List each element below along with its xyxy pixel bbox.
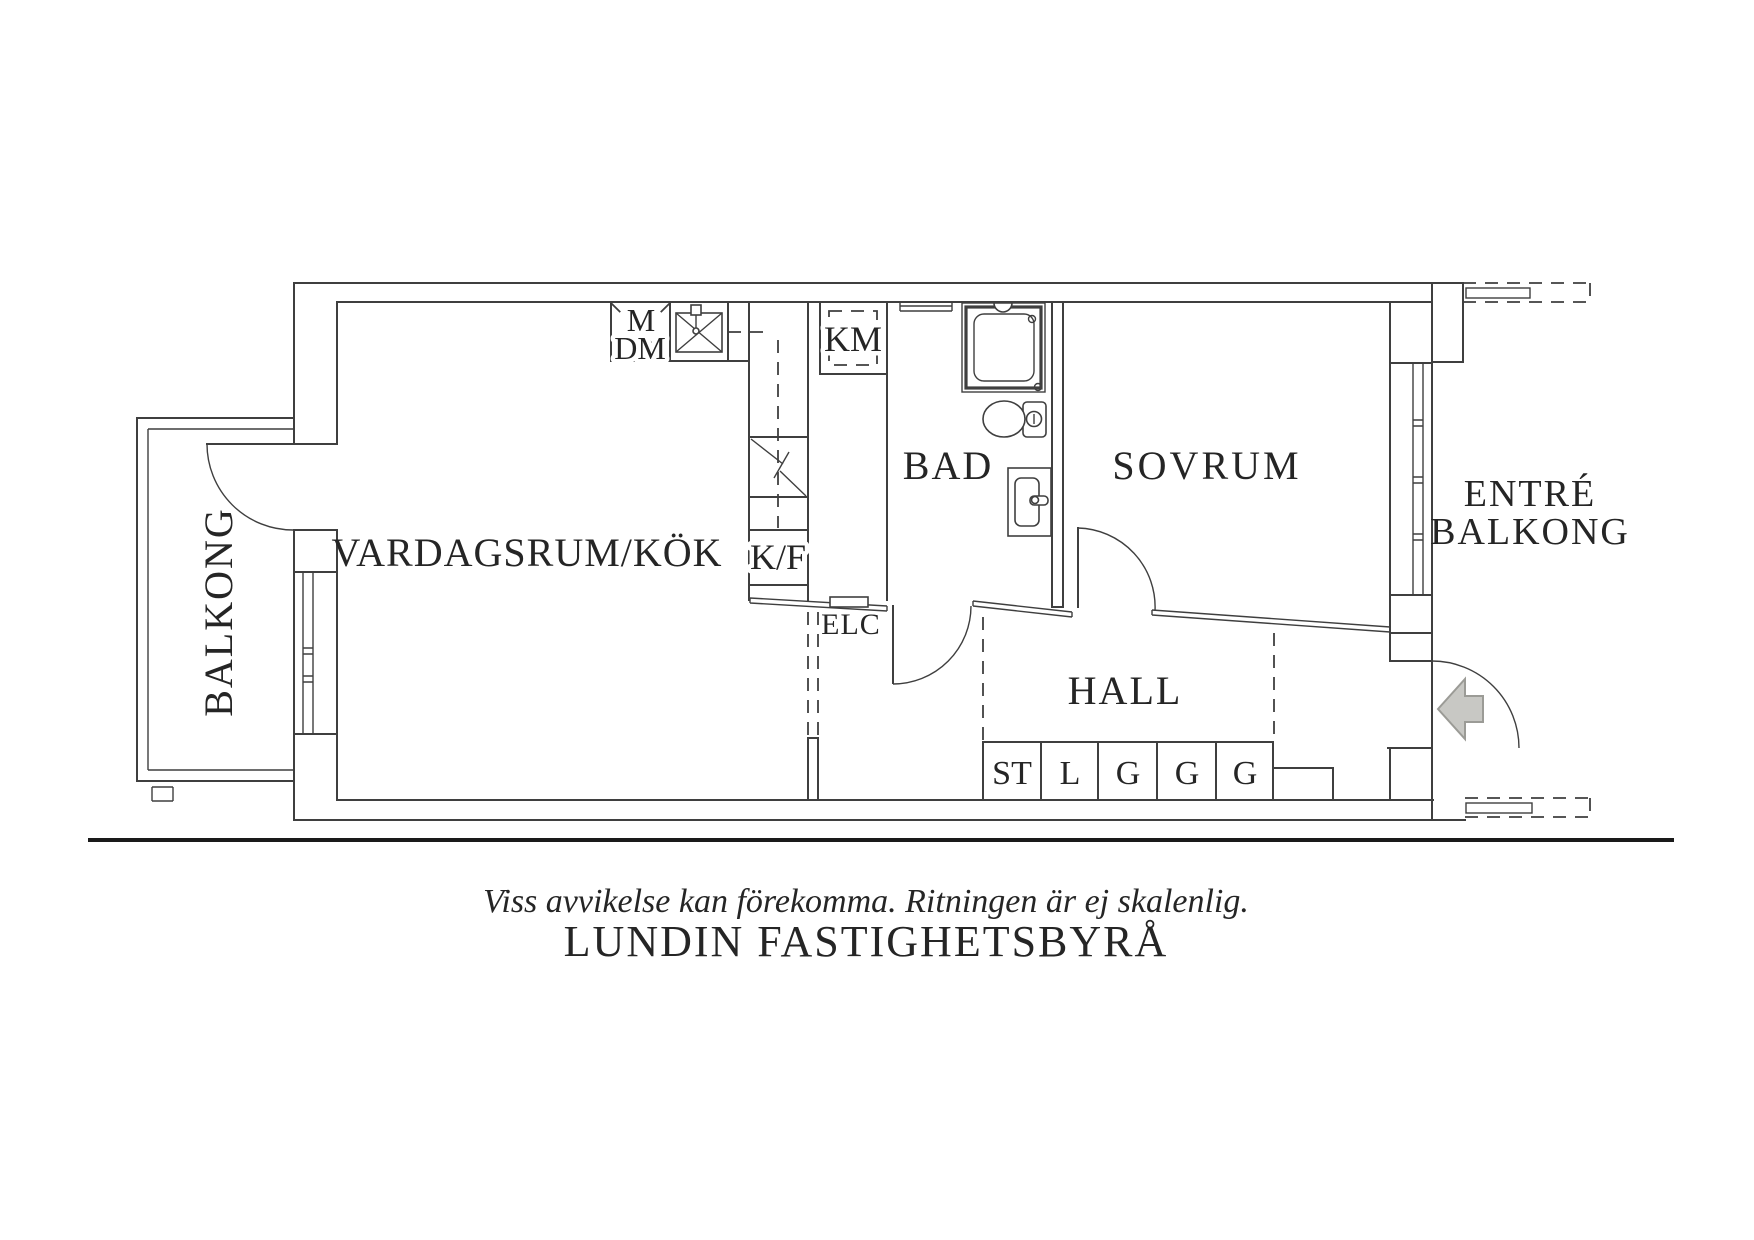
elc-box: [829, 596, 869, 608]
closet-label-l: L: [1060, 755, 1081, 792]
closet-labels: ST L G G G: [992, 755, 1257, 792]
bedroom-door: [1077, 527, 1156, 612]
balcony-door: [206, 443, 294, 531]
exterior-walls: [206, 282, 1466, 821]
entry-balcony-railing-top: [1463, 282, 1591, 303]
appliance-label-fridge-freezer: K/F: [750, 537, 806, 577]
appliance-label-elc: ELC: [821, 608, 881, 641]
room-label-entre-line1: ENTRÉ: [1464, 473, 1596, 515]
washbasin-icon: [1007, 467, 1052, 537]
kitchen-sink-icon: [675, 304, 723, 353]
room-label-sovrum: SOVRUM: [1112, 443, 1301, 488]
room-label-vardagsrum: VARDAGSRUM/KÖK: [331, 530, 722, 575]
right-window: [1389, 362, 1433, 596]
appliance-label-dishwasher: DM: [614, 330, 666, 366]
left-window: [293, 571, 338, 735]
entry-balcony-railing-bottom: [1465, 797, 1591, 818]
shower-icon: [961, 302, 1046, 393]
footer-disclaimer: Viss avvikelse kan förekomma. Ritningen …: [483, 883, 1249, 920]
appliance-label-micro: M: [627, 302, 655, 338]
entry-door: [1431, 660, 1520, 749]
footer-brand: LUNDIN FASTIGHETSBYRÅ: [564, 917, 1169, 966]
room-label-bad: BAD: [903, 443, 993, 488]
hall-door: [892, 605, 972, 685]
balcony-outline: [136, 417, 295, 802]
cabinet-break-symbol: [750, 438, 807, 497]
closet-label-g2: G: [1175, 755, 1200, 792]
dashed-guides: [610, 302, 1275, 742]
closet-label-g1: G: [1116, 755, 1141, 792]
room-label-balkong: BALKONG: [196, 507, 241, 717]
room-label-hall: HALL: [1068, 668, 1183, 713]
closet-label-st: ST: [992, 755, 1032, 792]
separator-rule: [88, 838, 1674, 842]
appliance-label-washing-machine: KM: [824, 319, 882, 359]
entry-arrow-icon: [1436, 676, 1484, 742]
closet-row: [982, 741, 1274, 801]
toilet-icon: [982, 400, 1047, 438]
closet-label-g3: G: [1233, 755, 1258, 792]
room-label-entre-line2: BALKONG: [1430, 511, 1630, 553]
